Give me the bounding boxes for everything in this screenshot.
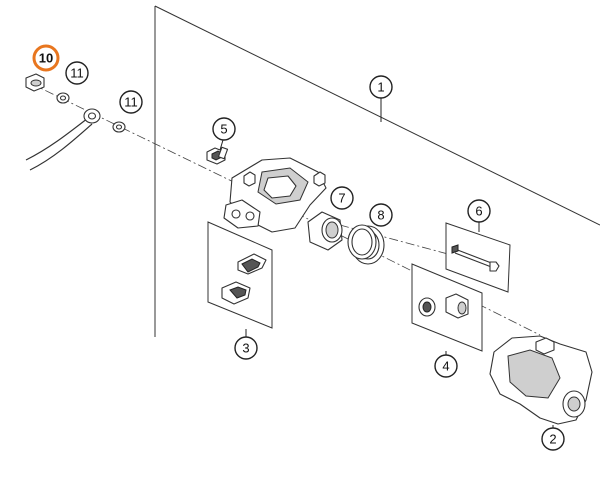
- slide-pin-box[interactable]: [411, 263, 483, 352]
- frame-panel: [154, 5, 600, 337]
- brake-pad-box[interactable]: [207, 221, 273, 329]
- callout-8-label: 8: [377, 208, 384, 223]
- caliper-body[interactable]: [223, 157, 327, 233]
- callout-11-b-label: 11: [124, 95, 138, 110]
- sealing-ring-2[interactable]: [112, 121, 126, 133]
- callout-11-a[interactable]: 11: [65, 61, 89, 85]
- callout-11-a-label: 11: [70, 66, 84, 81]
- callout-11-b[interactable]: 11: [119, 90, 143, 114]
- banjo-bolt[interactable]: [25, 73, 45, 92]
- callout-10-circle: [32, 44, 60, 72]
- callout-10[interactable]: 10: [32, 44, 60, 72]
- callout-7[interactable]: 7: [330, 186, 354, 210]
- piston-seal-set[interactable]: [347, 224, 385, 265]
- pin-group-box[interactable]: [445, 222, 511, 293]
- callout-10-label: 10: [39, 51, 53, 66]
- callout-6-label: 6: [475, 204, 482, 219]
- callout-8[interactable]: 8: [369, 203, 393, 227]
- callout-1[interactable]: 1: [369, 75, 393, 99]
- brake-hose[interactable]: [25, 108, 101, 171]
- callout-2-label: 2: [549, 432, 556, 447]
- callout-3-label: 3: [242, 341, 249, 356]
- callout-4[interactable]: 4: [434, 354, 458, 378]
- callout-1-label: 1: [377, 80, 384, 95]
- sealing-ring-1[interactable]: [56, 92, 70, 104]
- caliper-carrier[interactable]: [489, 335, 593, 425]
- callout-5-label: 5: [220, 122, 227, 137]
- callout-4-label: 4: [442, 359, 449, 374]
- callout-5[interactable]: 5: [212, 117, 236, 141]
- piston[interactable]: [307, 211, 343, 251]
- callout-3[interactable]: 3: [234, 336, 258, 360]
- bleeder-valve[interactable]: [206, 146, 229, 165]
- callout-6[interactable]: 6: [467, 199, 491, 223]
- banjo-eye-hole: [87, 112, 97, 120]
- callout-7-label: 7: [338, 191, 345, 206]
- callout-2[interactable]: 2: [541, 427, 565, 451]
